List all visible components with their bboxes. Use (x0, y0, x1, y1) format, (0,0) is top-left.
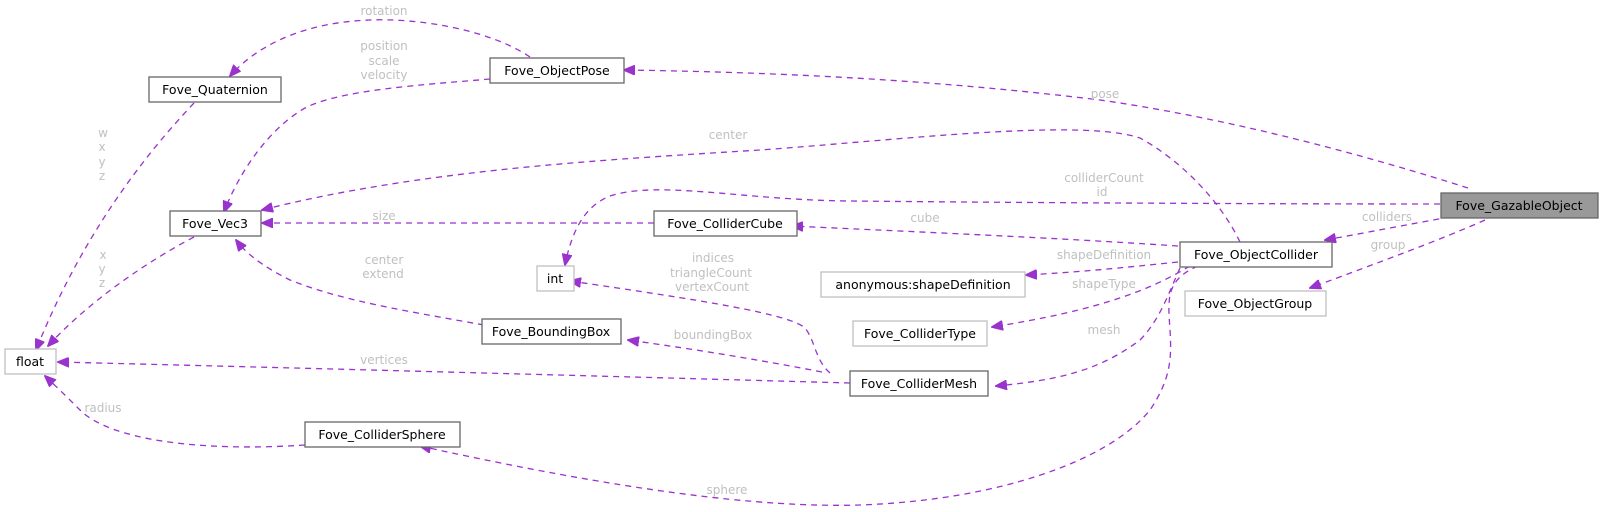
edge-pose[interactable] (624, 70, 1469, 189)
label-x-2: x (99, 248, 106, 262)
edge-vec3-float[interactable] (48, 236, 195, 346)
node-float[interactable]: float (4, 348, 57, 375)
edge-colliders[interactable] (1325, 216, 1451, 240)
node-gazable-object[interactable]: Fove_GazableObject (1440, 192, 1599, 219)
label-id: id (1097, 185, 1108, 199)
label-center-1: center (709, 128, 748, 142)
label-radius: radius (84, 401, 121, 415)
label-colliders: colliders (1362, 210, 1412, 224)
label-group: group (1371, 238, 1406, 252)
label-mesh: mesh (1088, 323, 1121, 337)
label-indices: indices (692, 251, 734, 265)
node-label: Fove_Vec3 (182, 216, 248, 231)
label-y-2: y (98, 262, 105, 276)
node-object-group[interactable]: Fove_ObjectGroup (1184, 290, 1327, 317)
edge-labels: rotation position scale velocity w x y z… (84, 4, 1412, 497)
label-boundingbox: boundingBox (674, 328, 753, 342)
node-label: Fove_Quaternion (162, 82, 268, 97)
node-bounding-box[interactable]: Fove_BoundingBox (481, 318, 622, 345)
node-label: float (16, 354, 44, 369)
nodes: Fove_GazableObject Fove_ObjectPose Fove_… (4, 57, 1599, 448)
node-label: Fove_ObjectPose (504, 63, 610, 78)
label-w: w (98, 126, 108, 140)
label-x-1: x (98, 140, 105, 154)
edge-position-scale-velocity[interactable] (224, 78, 491, 212)
label-vertices: vertices (360, 353, 408, 367)
label-trianglecount: triangleCount (670, 266, 752, 280)
node-label: Fove_BoundingBox (492, 324, 610, 339)
node-collider-cube[interactable]: Fove_ColliderCube (653, 210, 798, 237)
edge-mesh-int[interactable] (570, 281, 831, 374)
label-extend: extend (362, 267, 404, 281)
label-scale: scale (369, 54, 400, 68)
label-z-1: z (99, 169, 105, 183)
edges (36, 19, 1486, 506)
edge-rotation[interactable] (230, 19, 531, 76)
node-label: Fove_ObjectCollider (1194, 247, 1319, 262)
node-label: Fove_ColliderMesh (861, 376, 977, 391)
node-label: Fove_ColliderSphere (318, 427, 446, 442)
node-shape-definition[interactable]: anonymous:shapeDefinition (820, 271, 1026, 298)
label-pose: pose (1091, 87, 1120, 101)
edge-sphere[interactable] (420, 265, 1199, 506)
edge-center-extend[interactable] (236, 240, 485, 326)
label-cube: cube (910, 211, 939, 225)
label-sphere: sphere (707, 483, 748, 497)
edge-vertices[interactable] (58, 362, 851, 384)
node-object-collider[interactable]: Fove_ObjectCollider (1179, 241, 1333, 268)
node-label: Fove_GazableObject (1455, 198, 1582, 213)
edge-quaternion-float[interactable] (36, 102, 195, 350)
node-label: Fove_ColliderCube (667, 216, 783, 231)
label-vertexcount: vertexCount (675, 280, 749, 294)
node-vec3[interactable]: Fove_Vec3 (169, 210, 262, 237)
node-label: int (547, 271, 563, 286)
edge-shapetype[interactable] (992, 265, 1191, 327)
label-velocity: velocity (361, 68, 408, 82)
edge-center[interactable] (262, 129, 1241, 243)
label-shapetype: shapeType (1072, 277, 1136, 291)
node-label: Fove_ColliderType (864, 326, 976, 341)
edge-cube[interactable] (792, 226, 1179, 247)
edge-radius[interactable] (45, 376, 306, 448)
edge-group[interactable] (1310, 219, 1486, 288)
label-size: size (372, 209, 395, 223)
label-shapedefinition: shapeDefinition (1057, 248, 1151, 262)
label-y-1: y (98, 155, 105, 169)
node-label: Fove_ObjectGroup (1198, 296, 1313, 311)
node-collider-mesh[interactable]: Fove_ColliderMesh (849, 370, 989, 397)
node-collider-sphere[interactable]: Fove_ColliderSphere (304, 421, 461, 448)
label-collidercount: colliderCount (1064, 171, 1144, 185)
edge-boundingbox[interactable] (628, 340, 823, 373)
label-center-2: center (365, 253, 404, 267)
node-int[interactable]: int (536, 265, 575, 292)
node-object-pose[interactable]: Fove_ObjectPose (489, 57, 625, 84)
label-position: position (360, 39, 408, 53)
label-z-2: z (99, 276, 105, 290)
edge-shapedefinition[interactable] (1026, 261, 1179, 275)
node-label: anonymous:shapeDefinition (835, 277, 1010, 292)
label-rotation: rotation (360, 4, 407, 18)
node-collider-type[interactable]: Fove_ColliderType (852, 320, 988, 347)
node-quaternion[interactable]: Fove_Quaternion (148, 76, 282, 103)
edge-mesh[interactable] (996, 267, 1181, 386)
